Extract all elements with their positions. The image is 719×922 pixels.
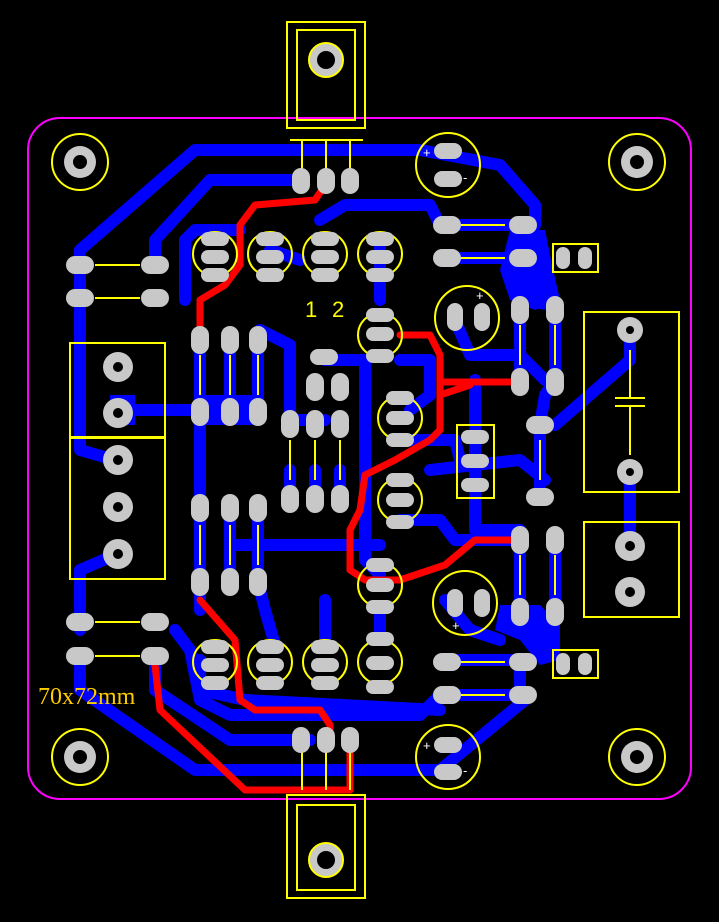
cap-plus-2: + xyxy=(476,288,484,303)
left-terminal-bottom xyxy=(69,436,166,580)
cap-plus-1: + xyxy=(423,145,431,160)
top-transistor-outline xyxy=(286,21,366,129)
board-size-label: 70x72mm xyxy=(38,684,136,710)
board-outline xyxy=(27,117,692,800)
pads-layer xyxy=(64,43,653,877)
cap-plus-4: + xyxy=(423,738,431,753)
channel-label-2: 2 xyxy=(332,297,344,322)
cap-minus-4: - xyxy=(463,763,467,778)
drill-holes xyxy=(73,51,644,869)
silkscreen-layer xyxy=(51,21,680,899)
cap-plus-3: + xyxy=(452,618,460,633)
bottom-transistor-outline xyxy=(286,794,366,899)
channel-label-1: 1 xyxy=(305,297,317,322)
cap-minus-1: - xyxy=(463,170,467,185)
right-terminal-outline xyxy=(583,521,680,618)
right-capacitor-outline xyxy=(583,311,680,493)
bottom-copper-pours xyxy=(110,230,560,665)
top-copper-layer xyxy=(151,181,524,794)
